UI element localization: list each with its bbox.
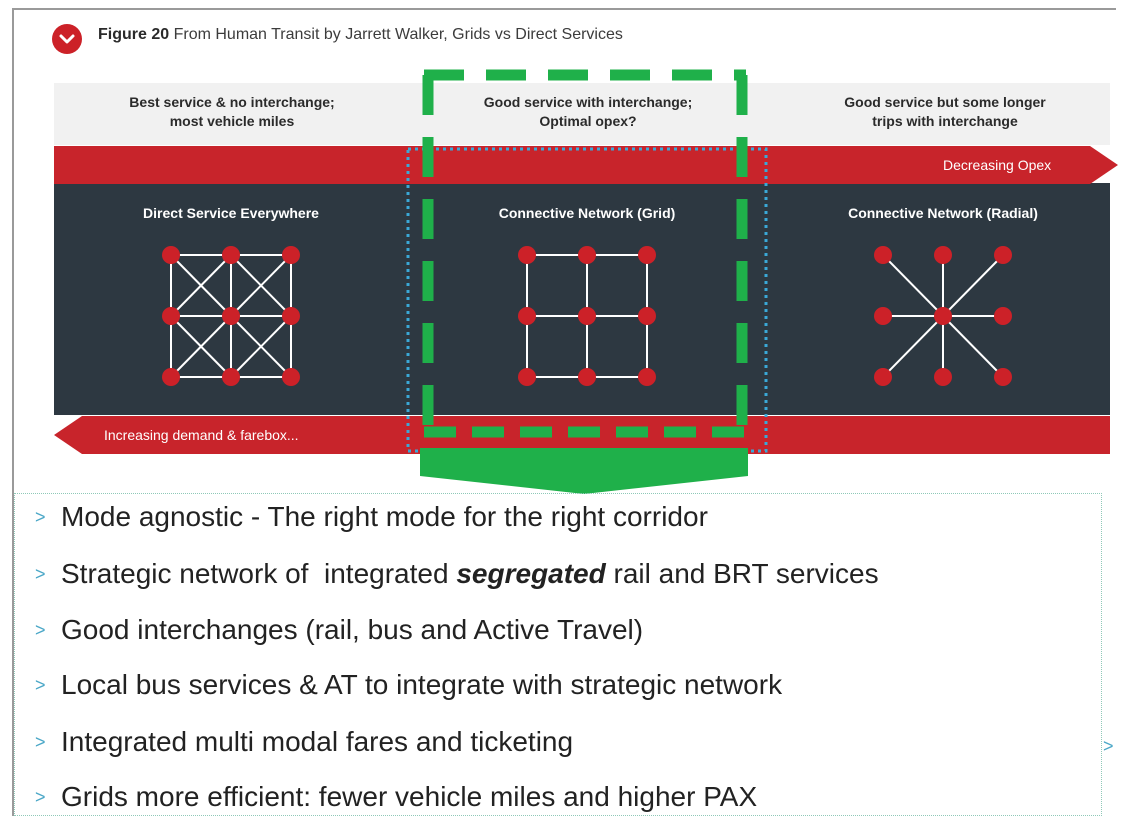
frame-top-border bbox=[12, 8, 1116, 10]
network-title-radial: Connective Network (Radial) bbox=[848, 205, 1038, 221]
bullet-text: Mode agnostic - The right mode for the r… bbox=[61, 501, 708, 532]
figure-title: Figure 20 From Human Transit by Jarrett … bbox=[98, 26, 623, 44]
network-title-direct: Direct Service Everywhere bbox=[143, 205, 319, 221]
network-title-grid: Connective Network (Grid) bbox=[498, 205, 676, 221]
dotted-highlight-box bbox=[406, 147, 768, 453]
direct-network-nodes bbox=[162, 246, 300, 386]
header-band bbox=[54, 83, 1110, 145]
figure-caption: From Human Transit by Jarrett Walker, Gr… bbox=[169, 26, 623, 43]
radial-network-nodes bbox=[874, 246, 1012, 386]
next-arrow-icon[interactable]: > bbox=[1103, 736, 1114, 756]
chevron-down-icon bbox=[52, 24, 82, 54]
column-header-grid: Good service with interchange;Optimal op… bbox=[483, 94, 693, 129]
decreasing-opex-arrow bbox=[54, 146, 1118, 184]
bullet-text: Local bus services & AT to integrate wit… bbox=[61, 669, 783, 700]
frame-left-border bbox=[12, 8, 14, 816]
bullet-marker-icon: > bbox=[35, 674, 46, 695]
bullet-item: > Good interchanges (rail, bus and Active… bbox=[35, 610, 643, 650]
green-down-arrow bbox=[420, 448, 748, 494]
bullet-text: Grids more efficient: fewer vehicle mile… bbox=[61, 781, 758, 812]
bullet-item: > Mode agnostic - The right mode for the … bbox=[35, 497, 708, 537]
grid-network-nodes bbox=[518, 246, 656, 386]
bullet-item: > Local bus services & AT to integrate wi… bbox=[35, 665, 782, 705]
bullet-item: > Strategic network of integrated segrega… bbox=[35, 554, 879, 594]
bullet-marker-icon: > bbox=[35, 731, 46, 752]
figure-number: Figure 20 bbox=[98, 26, 170, 43]
bullet-text: Good interchanges (rail, bus and Active … bbox=[61, 614, 644, 645]
bullet-marker-icon: > bbox=[35, 563, 46, 584]
increasing-demand-label: Increasing demand & farebox... bbox=[104, 427, 299, 443]
bullet-text: Integrated multi modal fares and ticketi… bbox=[61, 726, 574, 757]
bullet-item: > Integrated multi modal fares and ticket… bbox=[35, 722, 573, 762]
bullet-marker-icon: > bbox=[35, 506, 46, 527]
decreasing-opex-label: Decreasing Opex bbox=[943, 157, 1052, 173]
column-header-direct: Best service & no interchange;most vehic… bbox=[129, 94, 335, 129]
green-dashed-highlight bbox=[422, 69, 748, 438]
bullet-list: > Mode agnostic - The right mode for the … bbox=[14, 493, 1102, 816]
bullet-emphasis: segregated bbox=[456, 558, 606, 589]
bullet-text: Strategic network of integrated segregat… bbox=[61, 558, 879, 589]
bullet-marker-icon: > bbox=[35, 786, 46, 807]
bullet-item: > Grids more efficient: fewer vehicle mil… bbox=[35, 777, 757, 817]
bullet-marker-icon: > bbox=[35, 619, 46, 640]
